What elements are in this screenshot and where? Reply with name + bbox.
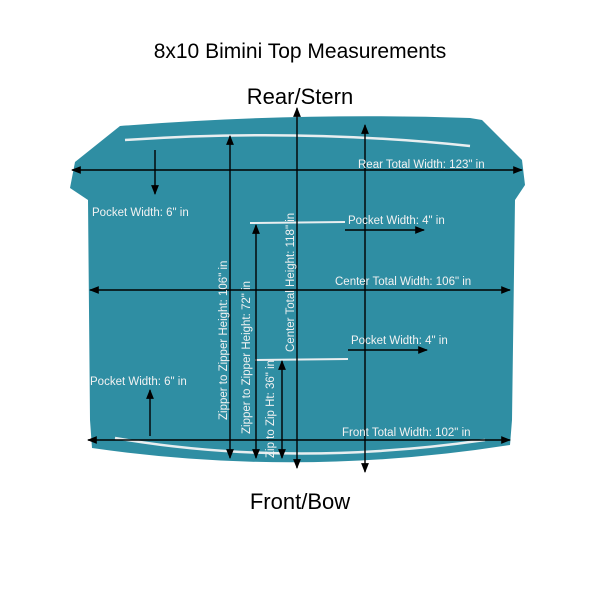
zipper-106-label: Zipper to Zipper Height: 106" in xyxy=(218,261,230,420)
center-height-label: Center Total Height: 118" in xyxy=(285,213,297,352)
front-width-label: Front Total Width: 102" in xyxy=(342,427,471,439)
center-width-label: Center Total Width: 106" in xyxy=(335,276,471,288)
diagram-title: 8x10 Bimini Top Measurements xyxy=(153,40,447,63)
pocket-lower-label: Pocket Width: 4" in xyxy=(351,335,448,347)
rear-label: Rear/Stern xyxy=(246,84,354,109)
lower-pocket-seam xyxy=(254,358,349,361)
zip-36-label: Zip to Zip Ht: 36" in xyxy=(265,360,277,458)
pocket-front-left-label: Pocket Width: 6" in xyxy=(90,376,187,388)
front-label: Front/Bow xyxy=(249,489,351,514)
rear-width-label: Rear Total Width: 123" in xyxy=(358,159,485,171)
pocket-upper-label: Pocket Width: 4" in xyxy=(348,215,445,227)
pocket-rear-left-label: Pocket Width: 6" in xyxy=(92,207,189,219)
zipper-72-label: Zipper to Zipper Height: 72" in xyxy=(241,281,253,434)
